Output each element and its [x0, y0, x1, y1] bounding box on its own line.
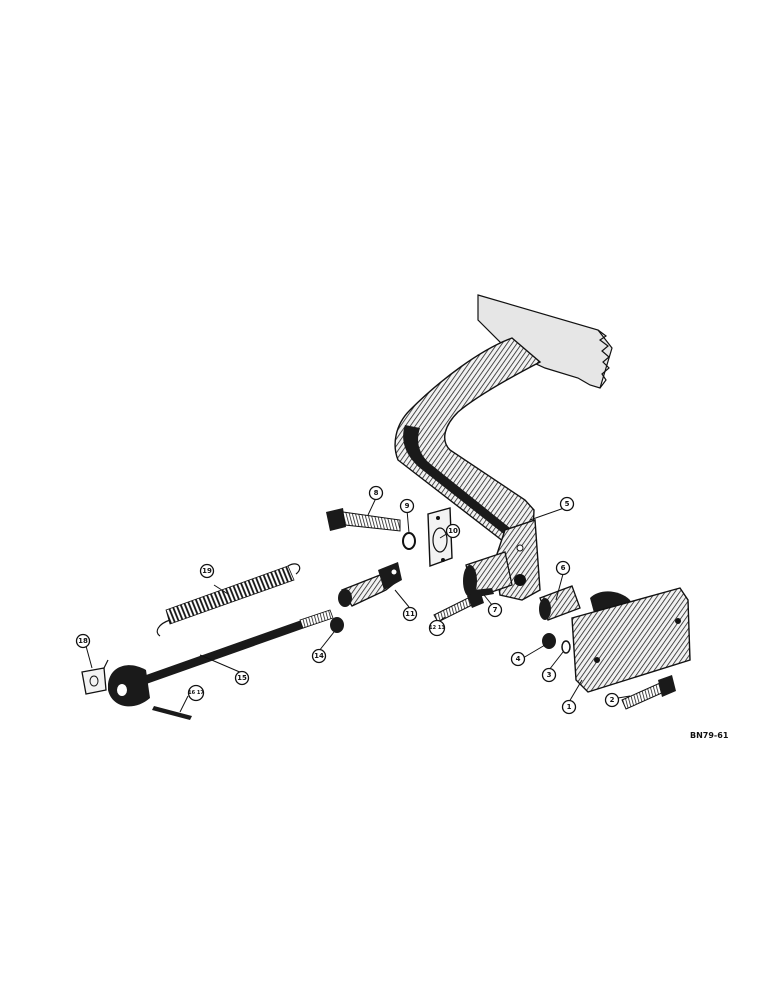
- callout-3: 3: [541, 667, 557, 683]
- callout-16-17-label: 16 17: [188, 690, 204, 696]
- cotter-pin: [474, 588, 494, 597]
- nut-and-washer: [542, 633, 571, 654]
- callout-19: 19: [199, 563, 215, 579]
- pivot-bolt: [326, 508, 401, 532]
- callout-6: 6: [555, 560, 571, 576]
- pedal-arm-sleeve-end: [463, 565, 477, 597]
- callout-19-label: 19: [202, 567, 212, 575]
- pedal-arm: [394, 294, 613, 601]
- mounting-bracket: [571, 587, 691, 693]
- return-spring: [156, 563, 301, 637]
- callout-3-label: 3: [547, 671, 552, 679]
- bracket-hole-right: [675, 618, 681, 624]
- callout-8: 8: [368, 485, 384, 501]
- pedal-rod: [108, 609, 334, 707]
- callout-6-label: 6: [561, 564, 566, 572]
- callout-1: 1: [561, 699, 577, 715]
- pedal-arm-pivot-hole: [514, 574, 526, 586]
- callout-2: 2: [604, 692, 620, 708]
- pedal-pad-serration: [597, 329, 610, 389]
- callout-18: 18: [75, 633, 91, 649]
- callout-5: 5: [559, 496, 575, 512]
- callout-11-label: 11: [405, 610, 415, 618]
- callout-15: 15: [234, 670, 250, 686]
- pivot-washer: [402, 532, 416, 550]
- callout-12-13-label: 12 13: [429, 625, 445, 631]
- callout-16-17: 16 17: [187, 684, 204, 702]
- callout-11: 11: [402, 606, 418, 622]
- jam-nut: [330, 617, 344, 633]
- callout-10: 10: [445, 523, 461, 539]
- leader-lines: [85, 497, 631, 713]
- clevis-pin: [433, 590, 484, 623]
- callout-12-13: 12 13: [428, 619, 445, 637]
- pedal-pad: [477, 294, 613, 389]
- callout-5-label: 5: [565, 500, 570, 508]
- bracket-hole-left: [594, 657, 600, 663]
- callout-14: 14: [311, 648, 327, 664]
- washer: [561, 640, 571, 654]
- callout-15-label: 15: [237, 674, 247, 682]
- clevis: [338, 562, 402, 607]
- callout-7: 7: [487, 602, 503, 618]
- callout-4: 4: [510, 651, 526, 667]
- callout-1-label: 1: [567, 703, 572, 711]
- diagram-code: BN79-61: [690, 731, 729, 740]
- bracket-bolt: [621, 675, 676, 710]
- rod-pin: [152, 706, 192, 720]
- bushing: [539, 585, 581, 621]
- spacer-plate: [427, 507, 453, 567]
- callout-18-label: 18: [78, 637, 88, 645]
- callouts: 1 2 3 4 5 6 7 8 9 10 11 12 13 14 15 16 1…: [75, 485, 620, 715]
- callout-8-label: 8: [374, 489, 379, 497]
- callout-9-label: 9: [405, 502, 410, 510]
- bracket-plate: [571, 587, 691, 693]
- nut: [542, 633, 556, 649]
- callout-14-label: 14: [314, 652, 324, 660]
- callout-10-label: 10: [448, 527, 458, 535]
- callout-9: 9: [399, 498, 415, 514]
- rod-clip: [81, 659, 109, 695]
- pedal-arm-shadow: [403, 425, 510, 535]
- callout-4-label: 4: [516, 655, 521, 663]
- callout-2-label: 2: [610, 696, 615, 704]
- callout-7-label: 7: [493, 606, 498, 614]
- pedal-arm-upper-hole: [516, 544, 524, 552]
